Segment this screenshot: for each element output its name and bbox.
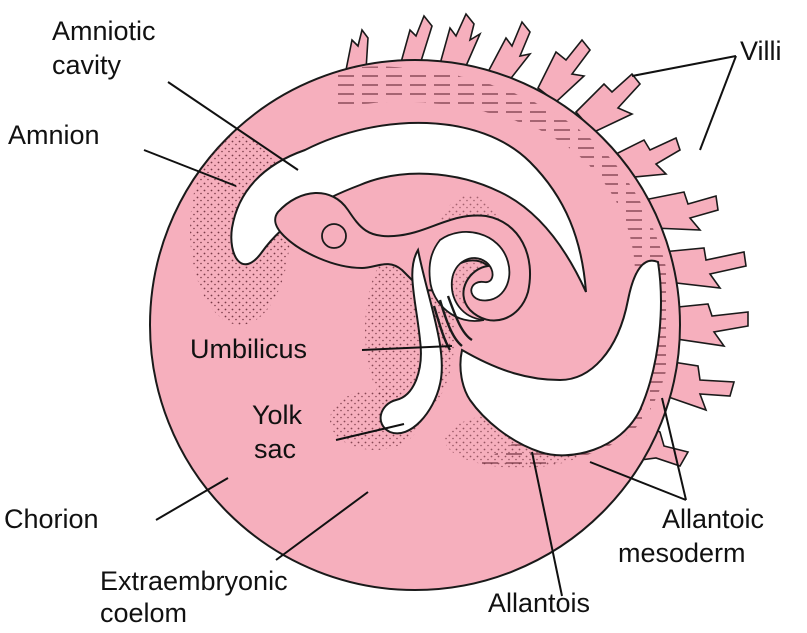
embryo-head-vesicle (322, 224, 346, 248)
label-amniotic-cavity-2: cavity (52, 50, 122, 80)
leader-villi-2 (700, 56, 736, 150)
label-yolk-sac-2: sac (254, 434, 296, 464)
label-amniotic-cavity-1: Amniotic (52, 16, 156, 46)
label-allantois: Allantois (488, 588, 590, 618)
label-umbilicus: Umbilicus (190, 334, 307, 364)
label-extraembryonic-coelom-1: Extraembryonic (100, 566, 288, 596)
label-yolk-sac-1: Yolk (252, 400, 303, 430)
villus (538, 40, 590, 102)
leader-villi-1 (632, 56, 736, 76)
label-allantoic-mesoderm-1: Allantoic (662, 504, 764, 534)
label-villi: Villi (740, 36, 782, 66)
label-amnion: Amnion (8, 120, 100, 150)
label-extraembryonic-coelom-2: coelom (100, 598, 187, 628)
villus (440, 14, 480, 66)
label-chorion: Chorion (4, 504, 99, 534)
label-allantoic-mesoderm-2: mesoderm (618, 538, 746, 568)
